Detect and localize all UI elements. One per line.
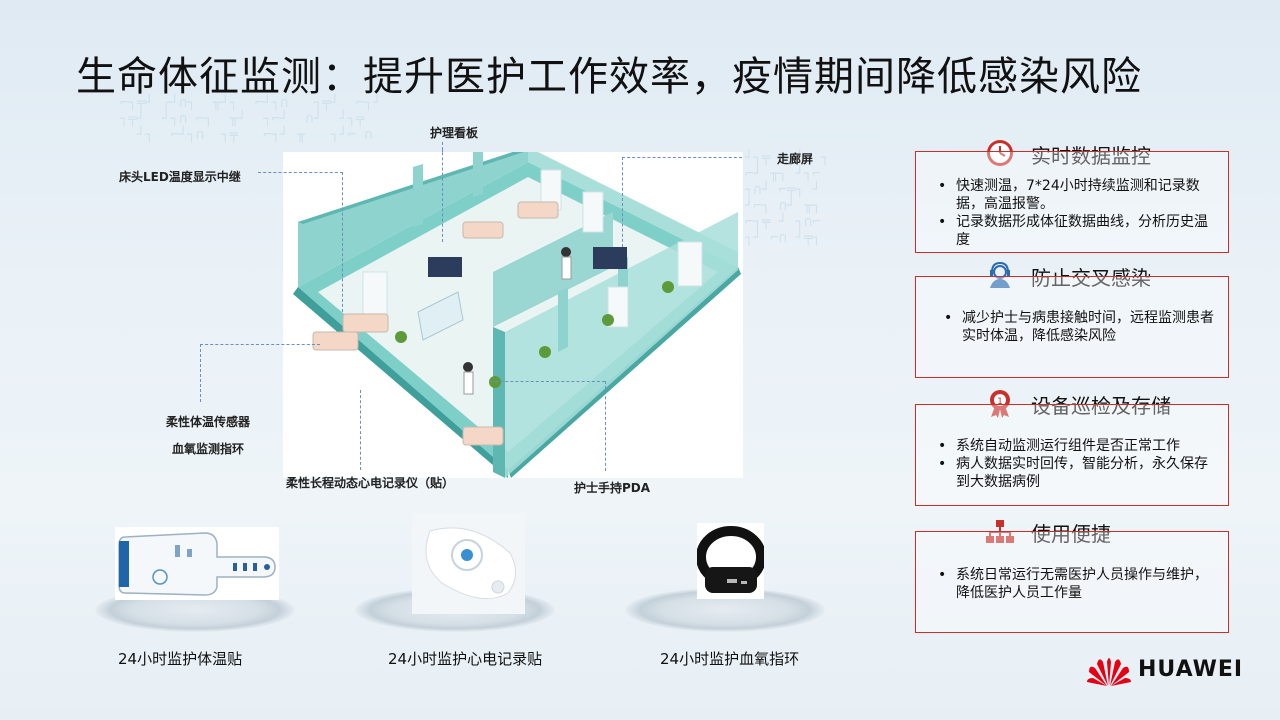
feature-heading: 1 设备巡检及存储: [915, 386, 1227, 420]
feature-card: 减少护士与病患接触时间，远程监测患者实时体温，降低感染风险: [915, 276, 1229, 378]
feature-card: 系统日常运行无需医护人员操作与维护，降低医护人员工作量: [915, 531, 1229, 633]
connector-line: [200, 344, 320, 345]
feature-bullet: 病人数据实时回传，智能分析，永久保存到大数据病例: [936, 455, 1216, 491]
product-caption: 24小时监护体温贴: [118, 650, 243, 668]
feature-bullet: 减少护士与病患接触时间，远程监测患者实时体温，降低感染风险: [942, 309, 1216, 345]
feature-title: 防止交叉感染: [1031, 266, 1151, 290]
code-background: ⌐┐╤┘ ┌┘∩┐ ╥┘┐ ⌐┘┐∩ ┐╤┘ ⌐┐┘ ┐╤┘ ┘┐∩ ⌐┐ ╥┘…: [120, 95, 382, 143]
feature-card: 快速测温，7*24小时持续监测和记录数据，高温报警。 记录数据形成体征数据曲线，…: [915, 151, 1229, 253]
feature-bullet: 快速测温，7*24小时持续监测和记录数据，高温报警。: [936, 177, 1216, 213]
brand-name: HUAWEI: [1138, 657, 1244, 682]
label-flex-temp-sensor: 柔性体温传感器: [166, 415, 251, 429]
label-spo2-ring: 血氧监测指环: [172, 442, 245, 456]
connector-line: [622, 157, 623, 247]
svg-text:1: 1: [997, 397, 1003, 407]
feature-card: 系统自动监测运行组件是否正常工作 病人数据实时回传，智能分析，永久保存到大数据病…: [915, 404, 1229, 506]
connector-line: [200, 344, 201, 402]
ecg-patch-image: [412, 513, 525, 614]
feature-heading: 实时数据监控: [915, 136, 1227, 170]
feature-title: 实时数据监控: [1031, 144, 1151, 168]
connector-line: [622, 157, 742, 158]
feature-heading: 防止交叉感染: [915, 258, 1227, 292]
huawei-logo-icon: [1085, 652, 1133, 692]
code-background: ┘┐╤ ⌐┐┘∩ ┐ ⌐┘ ╥┐ ┘┐⌐ ┐∩┘ ⌐╤┐ ┘ ┘⌐┐ ∩┘ ╥┐…: [745, 150, 830, 246]
feature-heading: 使用便捷: [915, 514, 1227, 548]
connector-line: [342, 172, 343, 312]
award-ribbon-icon: 1: [990, 390, 1010, 418]
label-corridor-screen: 走廊屏: [777, 152, 814, 166]
clock-icon: [987, 140, 1013, 166]
feature-bullet: 系统自动监测运行组件是否正常工作: [936, 437, 1216, 455]
hospital-ward-illustration: [283, 139, 743, 478]
feature-bullet: 记录数据形成体征数据曲线，分析历史温度: [936, 213, 1216, 249]
org-chart-icon: [986, 520, 1014, 543]
label-nursing-board: 护理看板: [430, 126, 479, 140]
label-nurse-pda: 护士手持PDA: [574, 481, 651, 495]
connector-line: [605, 381, 606, 471]
feature-title: 使用便捷: [1031, 522, 1111, 546]
label-ecg-recorder: 柔性长程动态心电记录仪（贴）: [286, 476, 455, 490]
page-title: 生命体征监测：提升医护工作效率，疫情期间降低感染风险: [76, 54, 1142, 100]
oximeter-ring-image: [696, 523, 766, 599]
product-caption: 24小时监护心电记录贴: [388, 650, 543, 668]
label-bedside-led: 床头LED温度显示中继: [119, 170, 241, 184]
headset-person-icon: [990, 261, 1010, 288]
connector-line: [258, 172, 343, 173]
feature-bullet: 系统日常运行无需医护人员操作与维护，降低医护人员工作量: [936, 566, 1216, 602]
temperature-patch-image: [115, 527, 279, 600]
feature-title: 设备巡检及存储: [1031, 394, 1171, 418]
connector-line: [442, 142, 443, 242]
connector-line: [490, 381, 605, 382]
product-caption: 24小时监护血氧指环: [660, 650, 800, 668]
connector-line: [360, 390, 361, 470]
